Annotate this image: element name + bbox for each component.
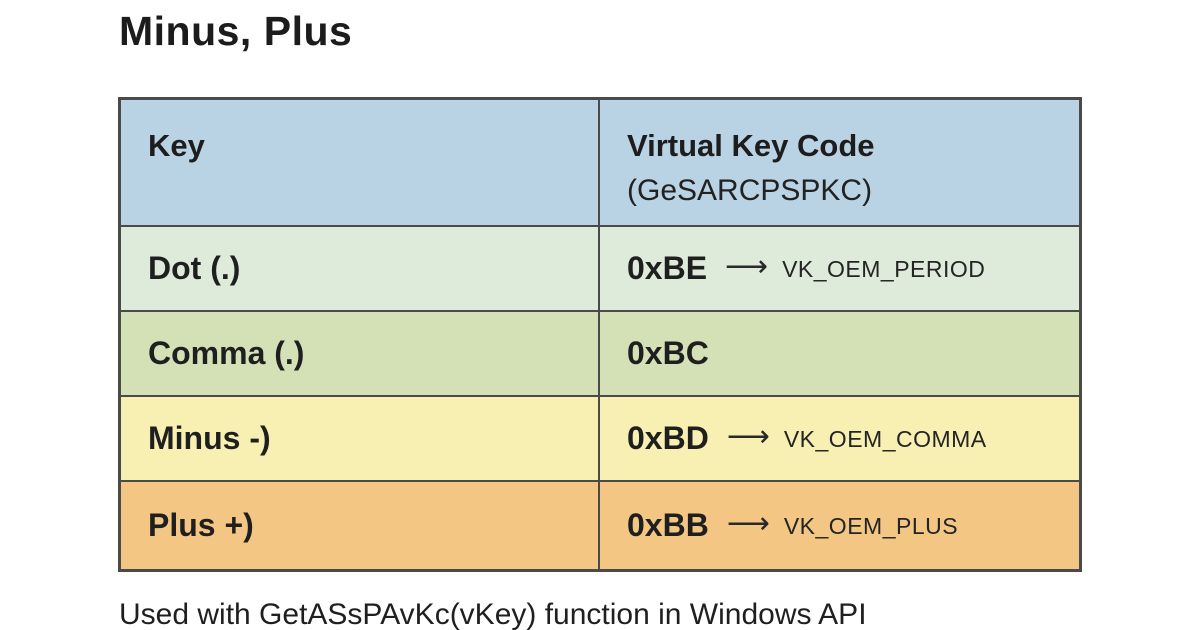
table-row: Minus -) 0xBD ⟶ VK_OEM_COMMA — [121, 395, 1079, 480]
key-cell: Plus +) — [121, 482, 600, 569]
vk-constant-name: VK_OEM_PLUS — [783, 513, 959, 539]
arrow-right-icon: ⟶ — [726, 507, 770, 540]
key-label: Minus -) — [148, 420, 271, 456]
vk-constant-name: VK_OEM_PERIOD — [782, 256, 986, 282]
arrow-right-icon: ⟶ — [726, 420, 770, 453]
table-row: Dot (.) 0xBE ⟶ VK_OEM_PERIOD — [121, 225, 1079, 310]
value-cell: 0xBE ⟶ VK_OEM_PERIOD — [600, 227, 1079, 310]
key-label: Comma (.) — [148, 335, 305, 371]
key-code-value: 0xBC — [627, 335, 709, 371]
header-key-label: Key — [148, 128, 205, 163]
table-header-row: Key Virtual Key Code (GeSARCPSPKC) — [121, 100, 1079, 225]
key-code-value: 0xBB — [627, 507, 709, 543]
table-row: Comma (.) 0xBC ⟶ — [121, 310, 1079, 395]
header-value-sublabel: (GeSARCPSPKC) — [627, 174, 873, 207]
value-cell: 0xBC ⟶ — [600, 312, 1079, 395]
header-cell-value: Virtual Key Code (GeSARCPSPKC) — [600, 100, 1079, 225]
table-row: Plus +) 0xBB ⟶ VK_OEM_PLUS — [121, 480, 1079, 569]
page-title: Minus, Plus — [119, 8, 353, 54]
key-cell: Dot (.) — [121, 227, 600, 310]
key-label: Plus +) — [148, 507, 254, 543]
key-cell: Minus -) — [121, 397, 600, 480]
key-label: Dot (.) — [148, 250, 241, 286]
header-value-label: Virtual Key Code — [627, 128, 875, 163]
key-code-value: 0xBE — [627, 250, 708, 286]
footer-note: Used with GetASsPAvKc(vKey) function in … — [119, 598, 867, 630]
value-cell: 0xBD ⟶ VK_OEM_COMMA — [600, 397, 1079, 480]
key-code-value: 0xBD — [627, 420, 709, 456]
key-cell: Comma (.) — [121, 312, 600, 395]
header-cell-key: Key — [121, 100, 600, 225]
value-cell: 0xBB ⟶ VK_OEM_PLUS — [600, 482, 1079, 569]
virtual-key-code-table: Key Virtual Key Code (GeSARCPSPKC) Dot (… — [118, 97, 1082, 572]
arrow-right-icon: ⟶ — [725, 250, 769, 283]
vk-constant-name: VK_OEM_COMMA — [783, 426, 987, 452]
